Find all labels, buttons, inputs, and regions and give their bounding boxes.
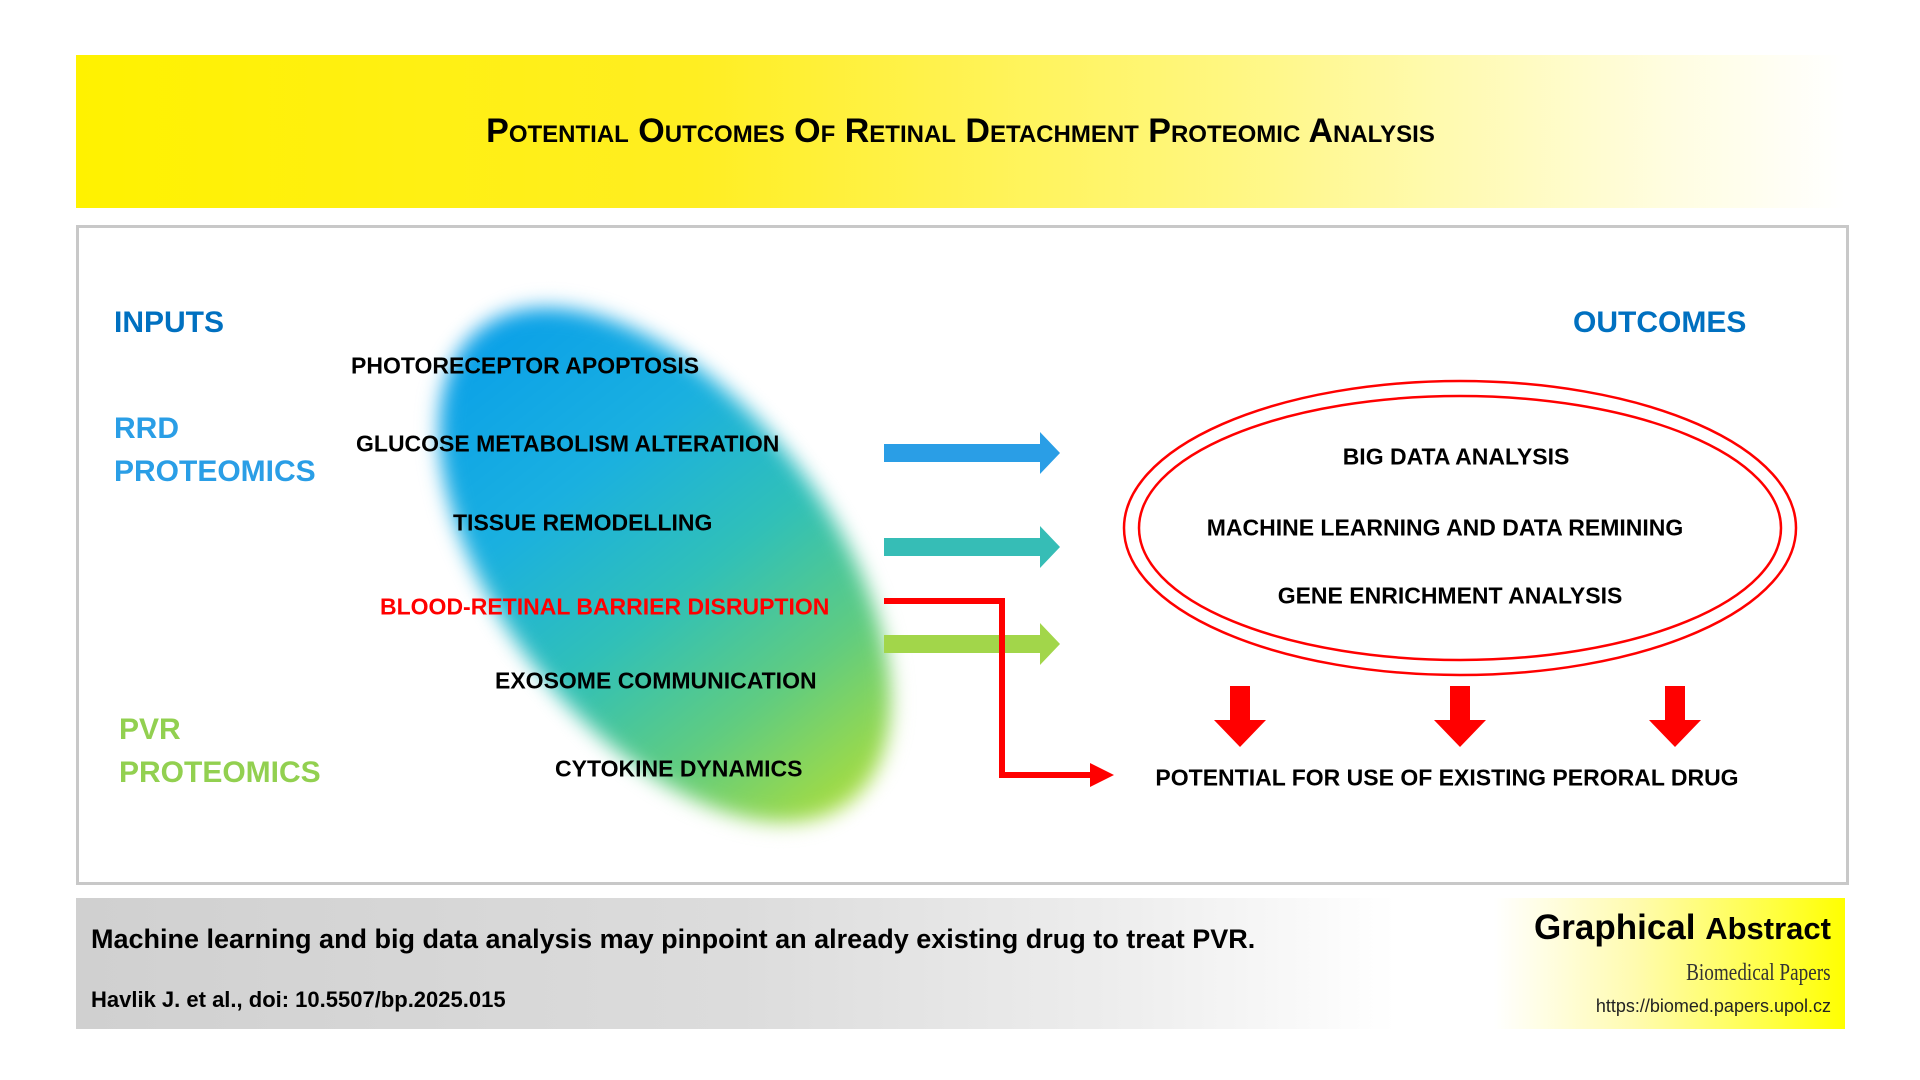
input-item: TISSUE REMODELLING — [453, 509, 713, 536]
green-arrow-icon — [884, 623, 1060, 665]
teal-arrow-icon — [884, 526, 1060, 568]
inputs-heading: INPUTS — [114, 306, 225, 339]
outcomes-double-ellipse — [1122, 379, 1798, 677]
outcome-item: GENE ENRICHMENT ANALYSIS — [1277, 582, 1623, 609]
input-item: EXOSOME COMMUNICATION — [495, 667, 817, 694]
badge-title-word: Abstract — [1705, 911, 1831, 946]
down-arrow-icon — [1214, 686, 1266, 747]
outcome-item: BIG DATA ANALYSIS — [1342, 443, 1570, 470]
badge-title-word: Graphical — [1534, 908, 1696, 947]
red-elbow-arrow-icon — [884, 598, 1114, 787]
summary-bar: Machine learning and big data analysis m… — [76, 898, 1396, 1029]
input-item: GLUCOSE METABOLISM ALTERATION — [356, 430, 780, 457]
input-item: CYTOKINE DYNAMICS — [555, 755, 803, 782]
summary-text: Machine learning and big data analysis m… — [91, 924, 1256, 954]
down-arrow-icon — [1434, 686, 1486, 747]
page-title: Potential Outcomes Of Retinal Detachment… — [486, 112, 1435, 150]
pvr-proteomics-label: PROTEOMICS — [119, 756, 321, 789]
rrd-proteomics-label: PROTEOMICS — [114, 455, 316, 488]
down-arrow-icon — [1649, 686, 1701, 747]
citation-text: Havlik J. et al., doi: 10.5507/bp.2025.0… — [91, 987, 506, 1012]
blue-arrow-icon — [884, 432, 1060, 474]
input-item: PHOTORECEPTOR APOPTOSIS — [351, 352, 700, 379]
rrd-label: RRD — [114, 412, 179, 445]
outcomes-heading: OUTCOMES — [1573, 306, 1747, 339]
diagram-panel — [76, 225, 1849, 885]
outcome-result: POTENTIAL FOR USE OF EXISTING PERORAL DR… — [1155, 764, 1739, 791]
outcome-item: MACHINE LEARNING AND DATA REMINING — [1206, 514, 1684, 541]
pvr-label: PVR — [119, 713, 181, 746]
journal-url[interactable]: https://biomed.papers.upol.cz — [1595, 996, 1831, 1016]
badge-title: Graphical Abstract — [1534, 908, 1831, 948]
title-banner: Potential Outcomes Of Retinal Detachment… — [76, 55, 1845, 208]
journal-name: Biomedical Papers — [1686, 960, 1832, 986]
input-item-highlighted: BLOOD-RETINAL BARRIER DISRUPTION — [380, 593, 830, 620]
graphical-abstract-badge: Graphical Abstract Biomedical Papers htt… — [1494, 898, 1845, 1029]
